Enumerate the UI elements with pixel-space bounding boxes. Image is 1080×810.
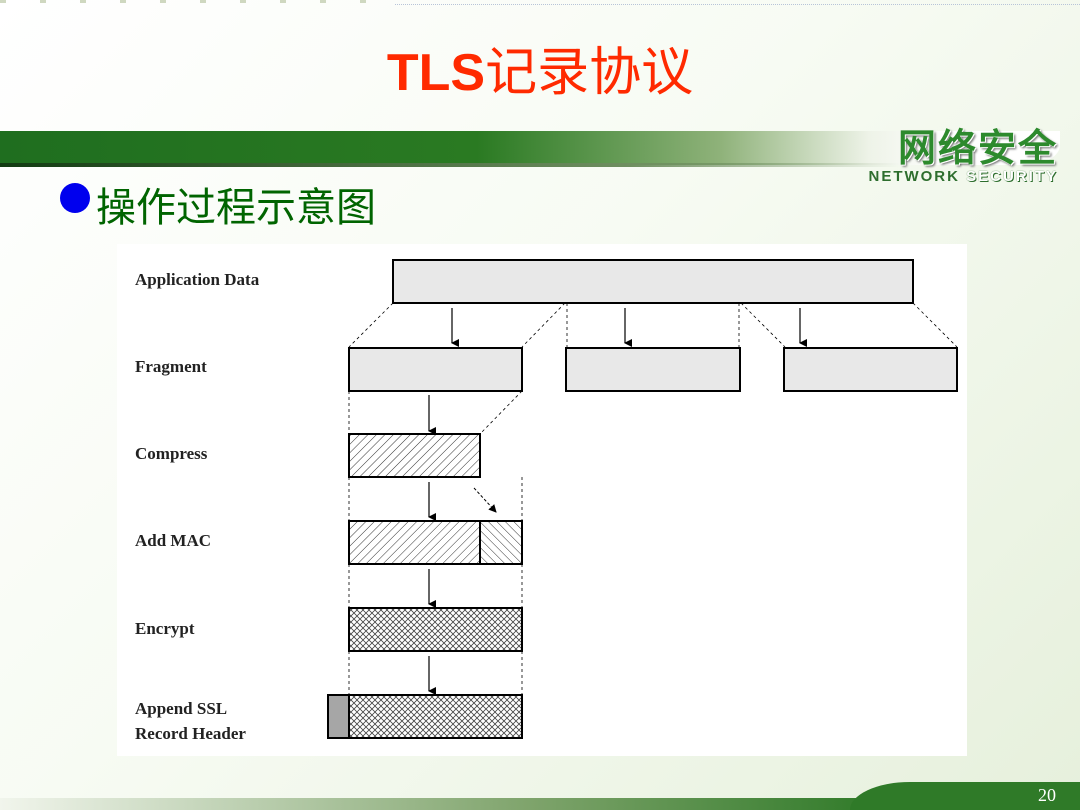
mac-guides (348, 477, 523, 521)
logo-english: NETWORK SECURITY (868, 168, 1058, 185)
fragment-arrows (451, 308, 807, 347)
fragment-box-1 (348, 347, 523, 392)
title-latin: TLS (386, 44, 486, 102)
title-chinese: 记录协议 (485, 43, 694, 103)
arrow-to-mac (473, 487, 497, 513)
record-payload-box (348, 694, 523, 739)
mac-data-box (348, 520, 481, 565)
fragment-guides (348, 302, 958, 348)
slide-title: TLS记录协议 (0, 38, 1080, 108)
compressed-box (348, 433, 481, 478)
label-record-header: Record Header (135, 724, 246, 743)
mac-box (479, 520, 523, 565)
label-add-mac: Add MAC (135, 531, 211, 550)
logo-word-network: NETWORK (868, 168, 960, 185)
label-fragment: Fragment (135, 357, 207, 376)
network-security-logo: 网络安全 NETWORK SECURITY (868, 126, 1058, 185)
logo-chinese: 网络安全 (897, 126, 1058, 170)
footer-green-tab (850, 782, 1080, 810)
footer-band: 20 (0, 782, 1080, 810)
label-append-ssl: Append SSL (135, 699, 227, 718)
encrypt-guides (348, 564, 523, 608)
encrypted-box (348, 607, 523, 652)
tls-record-diagram: Application Data Fragment Compress Add M… (117, 244, 967, 756)
bullet-icon (60, 183, 90, 213)
compress-guides (348, 390, 523, 435)
diagram-canvas: Application Data Fragment Compress Add M… (135, 259, 958, 743)
bullet-text: 操作过程示意图 (96, 185, 376, 231)
ssl-header-box (327, 694, 350, 739)
header-guides (348, 651, 523, 695)
top-decoration (0, 0, 380, 3)
top-divider (395, 0, 1080, 5)
label-application-data: Application Data (135, 270, 260, 289)
label-compress: Compress (135, 444, 208, 463)
footer-fade (0, 798, 880, 810)
page-number: 20 (1038, 785, 1056, 805)
fragment-box-2 (565, 347, 741, 392)
label-encrypt: Encrypt (135, 619, 195, 638)
header-band (0, 131, 1060, 165)
fragment-box-3 (783, 347, 958, 392)
application-data-box (392, 259, 914, 304)
logo-word-security: SECURITY (966, 168, 1058, 185)
header-band-shadow (0, 163, 900, 167)
